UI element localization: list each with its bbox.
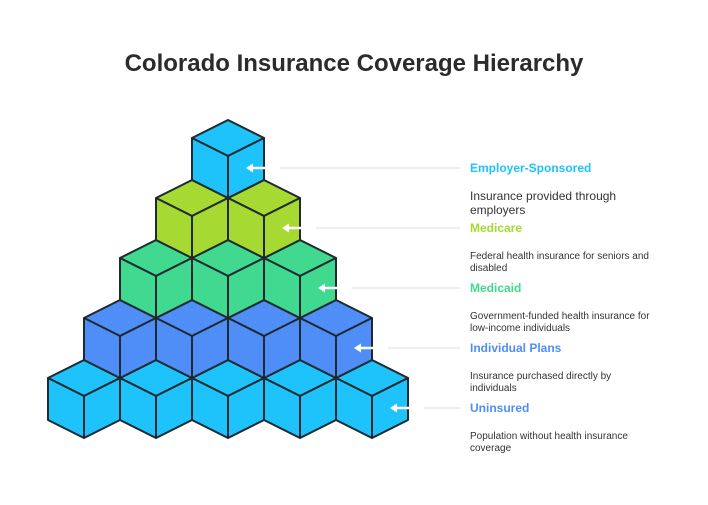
diagram-title: Colorado Insurance Coverage Hierarchy xyxy=(124,50,584,77)
level-label-individual-plans: Individual Plans Insurance purchased dir… xyxy=(470,341,660,395)
arrow-left-icon xyxy=(282,223,289,233)
level-description: Insurance provided through employers xyxy=(470,189,617,217)
level-label-uninsured: Uninsured Population without health insu… xyxy=(470,401,660,455)
level-title: Employer-Sponsored xyxy=(470,161,592,175)
arrow-left-icon xyxy=(318,283,325,293)
level-title: Individual Plans xyxy=(470,341,562,355)
level-description: Population without health insurance cove… xyxy=(470,431,628,454)
level-title: Medicaid xyxy=(470,281,522,295)
arrow-left-icon xyxy=(246,163,253,173)
level-title: Uninsured xyxy=(470,401,530,415)
level-description: Insurance purchased directly by individu… xyxy=(470,371,612,394)
level-label-medicaid: Medicaid Government-funded health insura… xyxy=(470,281,660,335)
cube xyxy=(191,119,265,199)
arrow-left-icon xyxy=(390,403,397,413)
level-description: Federal health insurance for seniors and… xyxy=(470,251,649,274)
arrow-left-icon xyxy=(354,343,361,353)
cube xyxy=(191,359,265,439)
cube xyxy=(263,239,337,319)
level-description: Government-funded health insurance for l… xyxy=(470,311,650,334)
level-label-employer-sponsored: Employer-Sponsored Insurance provided th… xyxy=(470,161,660,217)
level-label-medicare: Medicare Federal health insurance for se… xyxy=(470,221,660,275)
level-title: Medicare xyxy=(470,221,523,235)
cube xyxy=(47,359,121,439)
cube xyxy=(155,179,229,259)
